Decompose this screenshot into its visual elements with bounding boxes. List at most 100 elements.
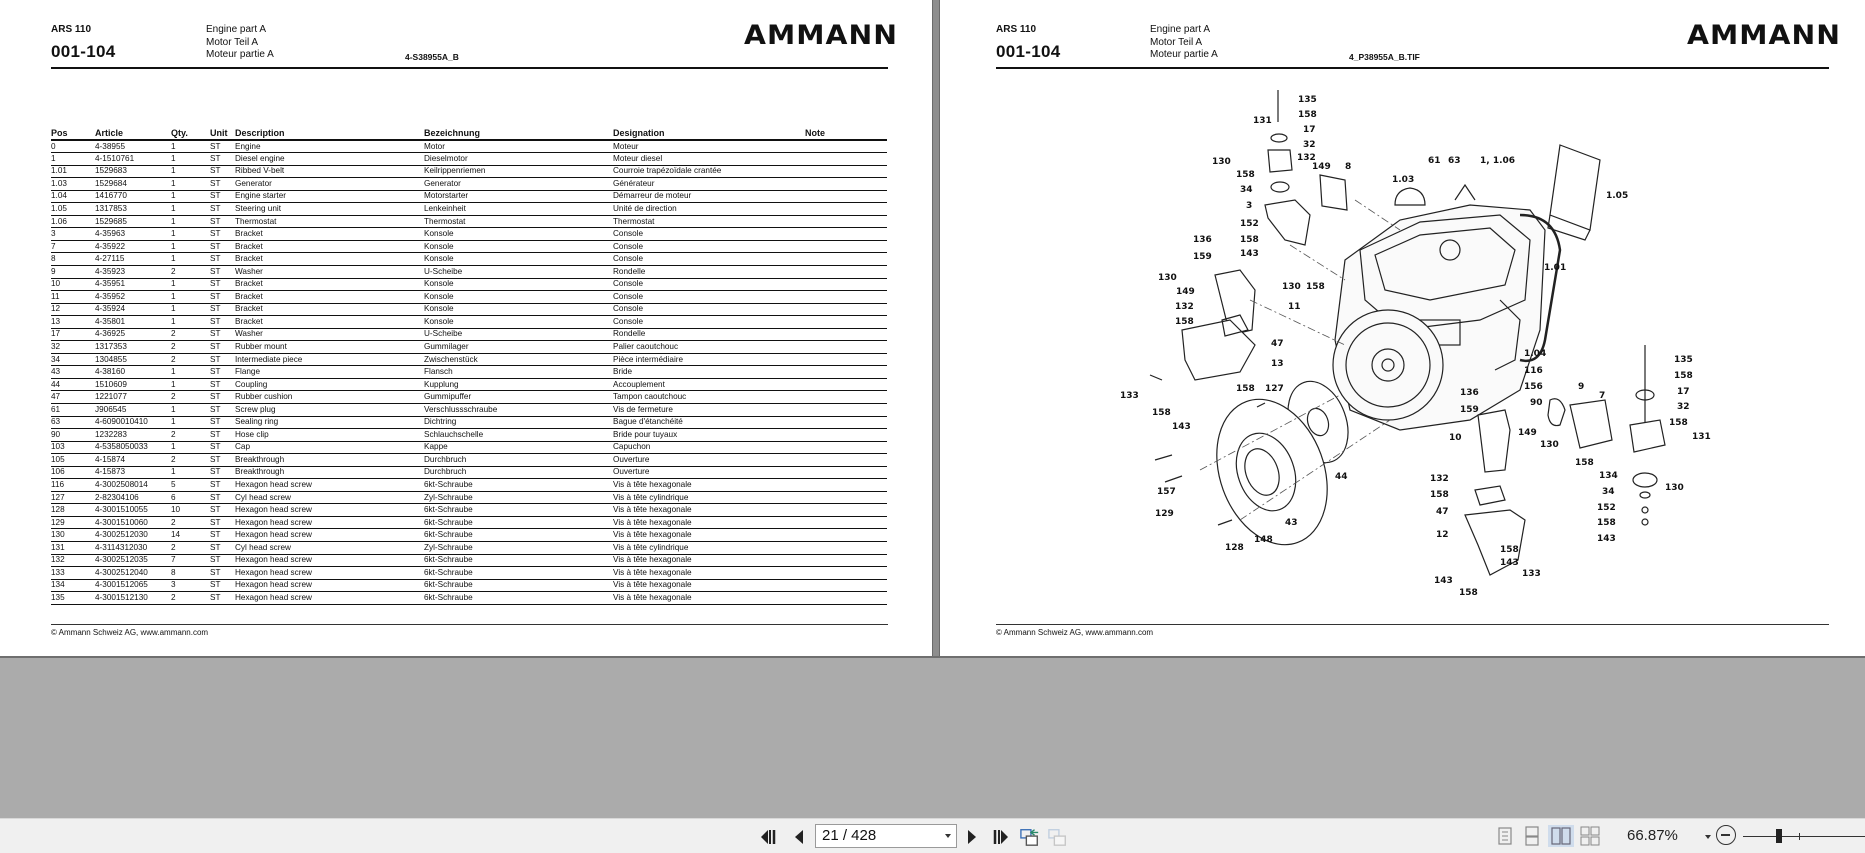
continuous-view-button[interactable] <box>1519 825 1545 847</box>
callout-label: 135 <box>1298 95 1317 105</box>
cell-unit: ST <box>210 190 235 204</box>
cell-pos: 61 <box>51 403 95 417</box>
callout-label: 158 <box>1306 282 1325 292</box>
cell-article: 4-36925 <box>95 328 171 342</box>
cell-description: Bracket <box>235 290 424 304</box>
callout-label: 32 <box>1677 402 1690 412</box>
cell-qty: 1 <box>171 466 210 480</box>
cell-bezeichnung: Gummipuffer <box>424 390 613 404</box>
callout-label: 3 <box>1246 201 1253 211</box>
first-page-button[interactable] <box>759 827 779 847</box>
cell-note <box>805 303 887 317</box>
callout-label: 34 <box>1240 185 1253 195</box>
next-view-button[interactable] <box>1048 827 1068 847</box>
cell-note <box>805 453 887 467</box>
callout-label: 152 <box>1240 219 1259 229</box>
cell-article: 4-35952 <box>95 290 171 304</box>
title-en: Engine part A <box>206 24 267 35</box>
callout-label: 158 <box>1240 235 1259 245</box>
callout-label: 148 <box>1254 535 1273 545</box>
navigation-toolbar: 21 / 428 66.87% <box>0 818 1865 853</box>
callout-label: 129 <box>1155 509 1174 519</box>
cell-note <box>805 177 887 191</box>
cell-qty: 2 <box>171 390 210 404</box>
cell-article: 1221077 <box>95 390 171 404</box>
callout-label: 158 <box>1500 545 1519 555</box>
cell-pos: 0 <box>51 140 95 154</box>
zoom-slider-tick <box>1799 833 1800 840</box>
ammann-logo: AMMANN <box>1687 20 1842 51</box>
parts-table: Pos Article Qty. Unit Description Bezeic… <box>51 128 887 605</box>
cell-note <box>805 579 887 593</box>
callout-label: 132 <box>1175 302 1194 312</box>
cell-pos: 129 <box>51 516 95 530</box>
cell-designation: Vis à tête hexagonale <box>613 591 805 605</box>
cell-article: 4-35951 <box>95 278 171 292</box>
cell-pos: 133 <box>51 566 95 580</box>
cell-pos: 44 <box>51 378 95 392</box>
zoom-slider-thumb[interactable] <box>1776 829 1782 843</box>
zoom-out-button[interactable] <box>1716 825 1736 845</box>
cell-description: Rubber mount <box>235 340 424 354</box>
page-dropdown-icon[interactable] <box>945 834 951 838</box>
cell-unit: ST <box>210 541 235 555</box>
page-bottom-edge <box>0 656 1865 658</box>
cell-qty: 1 <box>171 140 210 154</box>
zoom-level[interactable]: 66.87% <box>1627 827 1678 844</box>
cell-designation: Vis à tête hexagonale <box>613 566 805 580</box>
previous-page-button[interactable] <box>789 827 809 847</box>
cell-designation: Rondelle <box>613 265 805 279</box>
last-page-button[interactable] <box>990 827 1010 847</box>
cell-bezeichnung: Konsole <box>424 227 613 241</box>
previous-view-button[interactable] <box>1020 827 1040 847</box>
cell-article: 1317853 <box>95 202 171 216</box>
cell-note <box>805 428 887 442</box>
next-page-button[interactable] <box>962 827 982 847</box>
cell-note <box>805 503 887 517</box>
cell-bezeichnung: Generator <box>424 177 613 191</box>
cell-qty: 1 <box>171 202 210 216</box>
next-view-icon <box>1048 829 1066 846</box>
callout-label: 9 <box>1578 382 1585 392</box>
continuous-facing-view-button[interactable] <box>1577 825 1603 847</box>
cell-pos: 135 <box>51 591 95 605</box>
cell-note <box>805 378 887 392</box>
cell-article: 4-27115 <box>95 252 171 266</box>
callout-label: 43 <box>1285 518 1298 528</box>
cell-note <box>805 152 887 166</box>
cell-designation: Rondelle <box>613 328 805 342</box>
zoom-dropdown-icon[interactable] <box>1705 835 1711 839</box>
single-page-view-button[interactable] <box>1492 825 1518 847</box>
cell-bezeichnung: Motor <box>424 140 613 154</box>
cell-unit: ST <box>210 152 235 166</box>
cell-qty: 6 <box>171 491 210 505</box>
callout-label: 12 <box>1436 530 1449 540</box>
cell-qty: 1 <box>171 177 210 191</box>
facing-view-button[interactable] <box>1548 825 1574 847</box>
cell-qty: 3 <box>171 579 210 593</box>
cell-designation: Bride <box>613 365 805 379</box>
cell-note <box>805 215 887 229</box>
col-qty: Qty. <box>171 128 210 141</box>
cell-bezeichnung: 6kt-Schraube <box>424 591 613 605</box>
cell-pos: 7 <box>51 240 95 254</box>
callout-label: 116 <box>1524 366 1543 376</box>
cell-designation: Console <box>613 303 805 317</box>
cell-designation: Accouplement <box>613 378 805 392</box>
cell-article: 1529685 <box>95 215 171 229</box>
zoom-slider[interactable] <box>1743 836 1865 837</box>
cell-bezeichnung: Schlauchschelle <box>424 428 613 442</box>
cell-bezeichnung: 6kt-Schraube <box>424 503 613 517</box>
callout-label: 143 <box>1240 249 1259 259</box>
page-number-input[interactable]: 21 / 428 <box>815 824 957 848</box>
cell-unit: ST <box>210 252 235 266</box>
callout-label: 130 <box>1282 282 1301 292</box>
